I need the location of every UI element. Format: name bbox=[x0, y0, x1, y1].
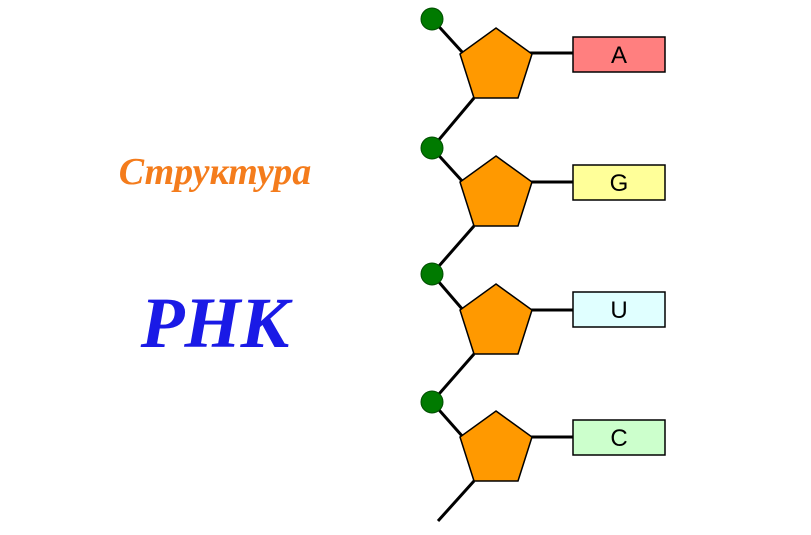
nucleotide-4: C bbox=[420, 390, 666, 482]
sugar-pentagon bbox=[459, 27, 533, 99]
nucleotide-2: G bbox=[420, 136, 666, 227]
base-box bbox=[572, 419, 666, 456]
phosphate-circle bbox=[420, 262, 444, 286]
base-label: G bbox=[610, 170, 629, 197]
sugar-pentagon bbox=[459, 410, 533, 482]
phosphate-circle bbox=[420, 7, 444, 31]
nucleotide-1: A bbox=[420, 7, 666, 99]
sugar-pentagon bbox=[459, 155, 533, 227]
title-structure: Структура bbox=[118, 151, 312, 193]
base-box bbox=[572, 36, 666, 73]
base-box bbox=[572, 291, 666, 328]
nucleotide-3: U bbox=[420, 262, 666, 355]
phosphate-circle bbox=[420, 136, 444, 160]
base-label: A bbox=[611, 42, 627, 69]
base-box bbox=[572, 164, 666, 201]
sugar-pentagon bbox=[459, 283, 533, 355]
base-label: C bbox=[610, 425, 627, 452]
title-rna: РНК bbox=[140, 283, 290, 363]
base-label: U bbox=[610, 297, 627, 324]
phosphate-circle bbox=[420, 390, 444, 414]
backbone-tail bbox=[436, 479, 476, 523]
